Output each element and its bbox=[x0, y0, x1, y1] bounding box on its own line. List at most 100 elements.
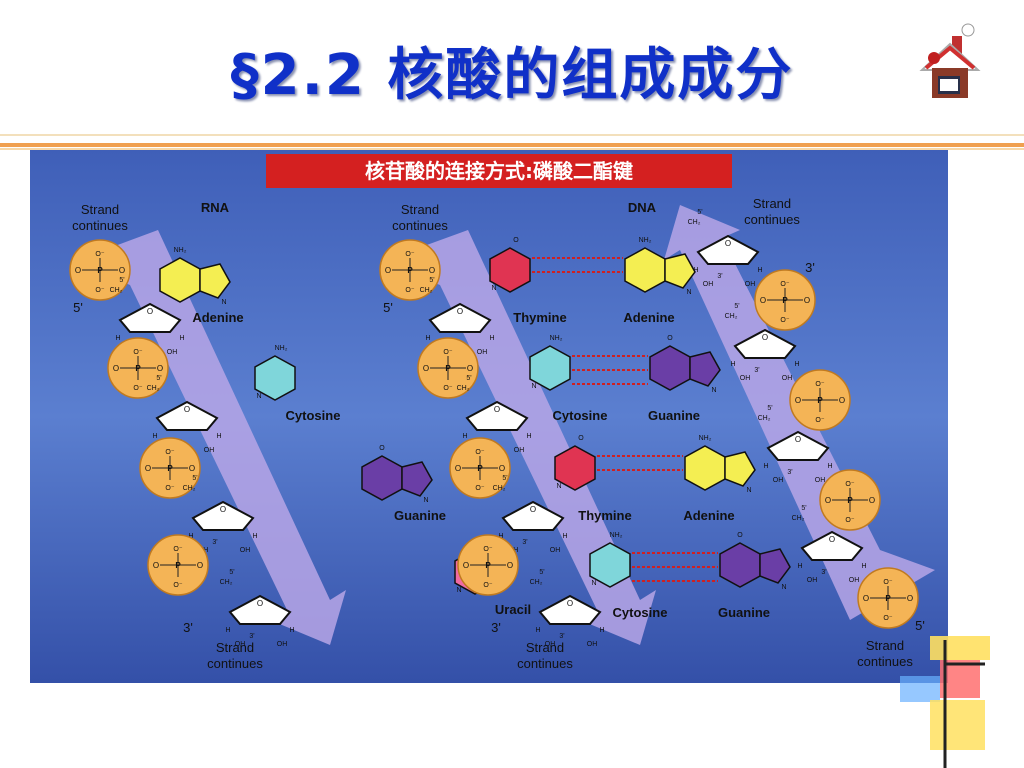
phosphorus-label: P bbox=[407, 266, 413, 275]
hydrogen-label: H bbox=[757, 267, 762, 274]
ch2-label: CH₂ bbox=[758, 415, 771, 422]
amino-label: NH₂ bbox=[610, 532, 623, 539]
dna-right-base-adenine-five-ring bbox=[724, 451, 756, 487]
nitrogen-label: N bbox=[531, 383, 536, 390]
carbon-5-label: 5' bbox=[229, 569, 234, 576]
ring-oxygen-label: O bbox=[762, 333, 768, 342]
hydrogen-label: H bbox=[794, 361, 799, 368]
ring-oxygen-label: O bbox=[220, 505, 226, 514]
phosphate-oxygen-label: O⁻ bbox=[443, 385, 452, 392]
oxygen-label: O bbox=[737, 532, 743, 539]
ring-oxygen-label: O bbox=[795, 435, 801, 444]
ring-oxygen-label: O bbox=[184, 405, 190, 414]
dna-right-base-guanine: ON bbox=[719, 532, 791, 591]
dna-left-base-thymine: ON bbox=[489, 237, 531, 293]
phosphate-oxygen-label: O bbox=[825, 496, 831, 505]
phosphate-oxygen-label: O bbox=[863, 594, 869, 603]
hydroxyl-label: OH bbox=[514, 447, 525, 454]
carbon-3-label: 3' bbox=[249, 633, 254, 640]
dna-right-base-label: Guanine bbox=[718, 605, 770, 620]
hydroxyl-label: OH bbox=[204, 447, 215, 454]
hydrogen-label: H bbox=[562, 533, 567, 540]
dna-left-base-label: Cytosine bbox=[553, 408, 608, 423]
hydrogen-label: H bbox=[425, 335, 430, 342]
ring-oxygen-label: O bbox=[457, 307, 463, 316]
carbon-3-label: 3' bbox=[821, 569, 826, 576]
carbon-3-label: 3' bbox=[559, 633, 564, 640]
hydrogen-label: H bbox=[225, 627, 230, 634]
carbon-5-label: 5' bbox=[156, 375, 161, 382]
phosphate-oxygen-label: O bbox=[145, 464, 151, 473]
carbon-5-label: 5' bbox=[502, 475, 507, 482]
phosphate-oxygen-label: O⁻ bbox=[173, 582, 182, 589]
home-icon[interactable] bbox=[918, 22, 982, 102]
phosphate-oxygen-label: O⁻ bbox=[165, 485, 174, 492]
dna-heading: DNA bbox=[628, 200, 657, 215]
ch2-label: CH₂ bbox=[725, 313, 738, 320]
phosphorus-label: P bbox=[847, 496, 853, 505]
oxygen-label: O bbox=[379, 445, 385, 452]
phosphate-oxygen-label: O bbox=[157, 364, 163, 373]
dna-left-base-thymine: ON bbox=[554, 435, 596, 491]
ribose-ring bbox=[501, 500, 565, 531]
phosphate-oxygen-label: O⁻ bbox=[483, 582, 492, 589]
hydrogen-label: H bbox=[152, 433, 157, 440]
carbon-3-label: 3' bbox=[717, 273, 722, 280]
phosphorus-label: P bbox=[445, 364, 451, 373]
carbon-5-label: 5' bbox=[429, 277, 434, 284]
hydroxyl-label: OH bbox=[745, 281, 756, 288]
nitrogen-label: N bbox=[456, 587, 461, 594]
dna-left-base-thymine-ring bbox=[554, 445, 596, 491]
phosphate-oxygen-label: O⁻ bbox=[173, 546, 182, 553]
ch2-label: CH₂ bbox=[147, 385, 160, 392]
ring-oxygen-label: O bbox=[257, 599, 263, 608]
phosphate-oxygen-label: O bbox=[839, 396, 845, 405]
hydrogen-label: H bbox=[179, 335, 184, 342]
phosphate-oxygen-label: O bbox=[385, 266, 391, 275]
hydroxyl-label: OH bbox=[240, 547, 251, 554]
phosphate-oxygen-label: O bbox=[119, 266, 125, 275]
hydroxyl-label: OH bbox=[807, 577, 818, 584]
phosphorus-label: P bbox=[817, 396, 823, 405]
phosphate-oxygen-label: O bbox=[795, 396, 801, 405]
hydroxyl-label: OH bbox=[849, 577, 860, 584]
ribose-ring bbox=[538, 594, 602, 625]
nitrogen-label: N bbox=[556, 483, 561, 490]
dna-3prime-right-label: 3' bbox=[805, 260, 815, 275]
dna-5prime-left-label: 5' bbox=[383, 300, 393, 315]
phosphate-oxygen-label: O⁻ bbox=[133, 385, 142, 392]
ring-oxygen-label: O bbox=[494, 405, 500, 414]
ch2-label: CH₂ bbox=[183, 485, 196, 492]
phosphate-oxygen-label: O⁻ bbox=[815, 417, 824, 424]
rna-backbone-arrow bbox=[72, 230, 346, 645]
hydrogen-label: H bbox=[599, 627, 604, 634]
ch2-label: CH₂ bbox=[457, 385, 470, 392]
ch2-label: CH₂ bbox=[688, 219, 701, 226]
phosphate-oxygen-label: O⁻ bbox=[475, 449, 484, 456]
nitrogen-label: N bbox=[491, 285, 496, 292]
phosphorus-label: P bbox=[485, 561, 491, 570]
carbon-5-label: 5' bbox=[734, 303, 739, 310]
amino-label: NH₂ bbox=[699, 435, 712, 442]
carbon-5-label: 5' bbox=[192, 475, 197, 482]
rna-base-label: Adenine bbox=[192, 310, 243, 325]
dna-left-base-cytosine-ring bbox=[529, 345, 571, 391]
hydrogen-label: H bbox=[498, 533, 503, 540]
phosphate-oxygen-label: O bbox=[197, 561, 203, 570]
